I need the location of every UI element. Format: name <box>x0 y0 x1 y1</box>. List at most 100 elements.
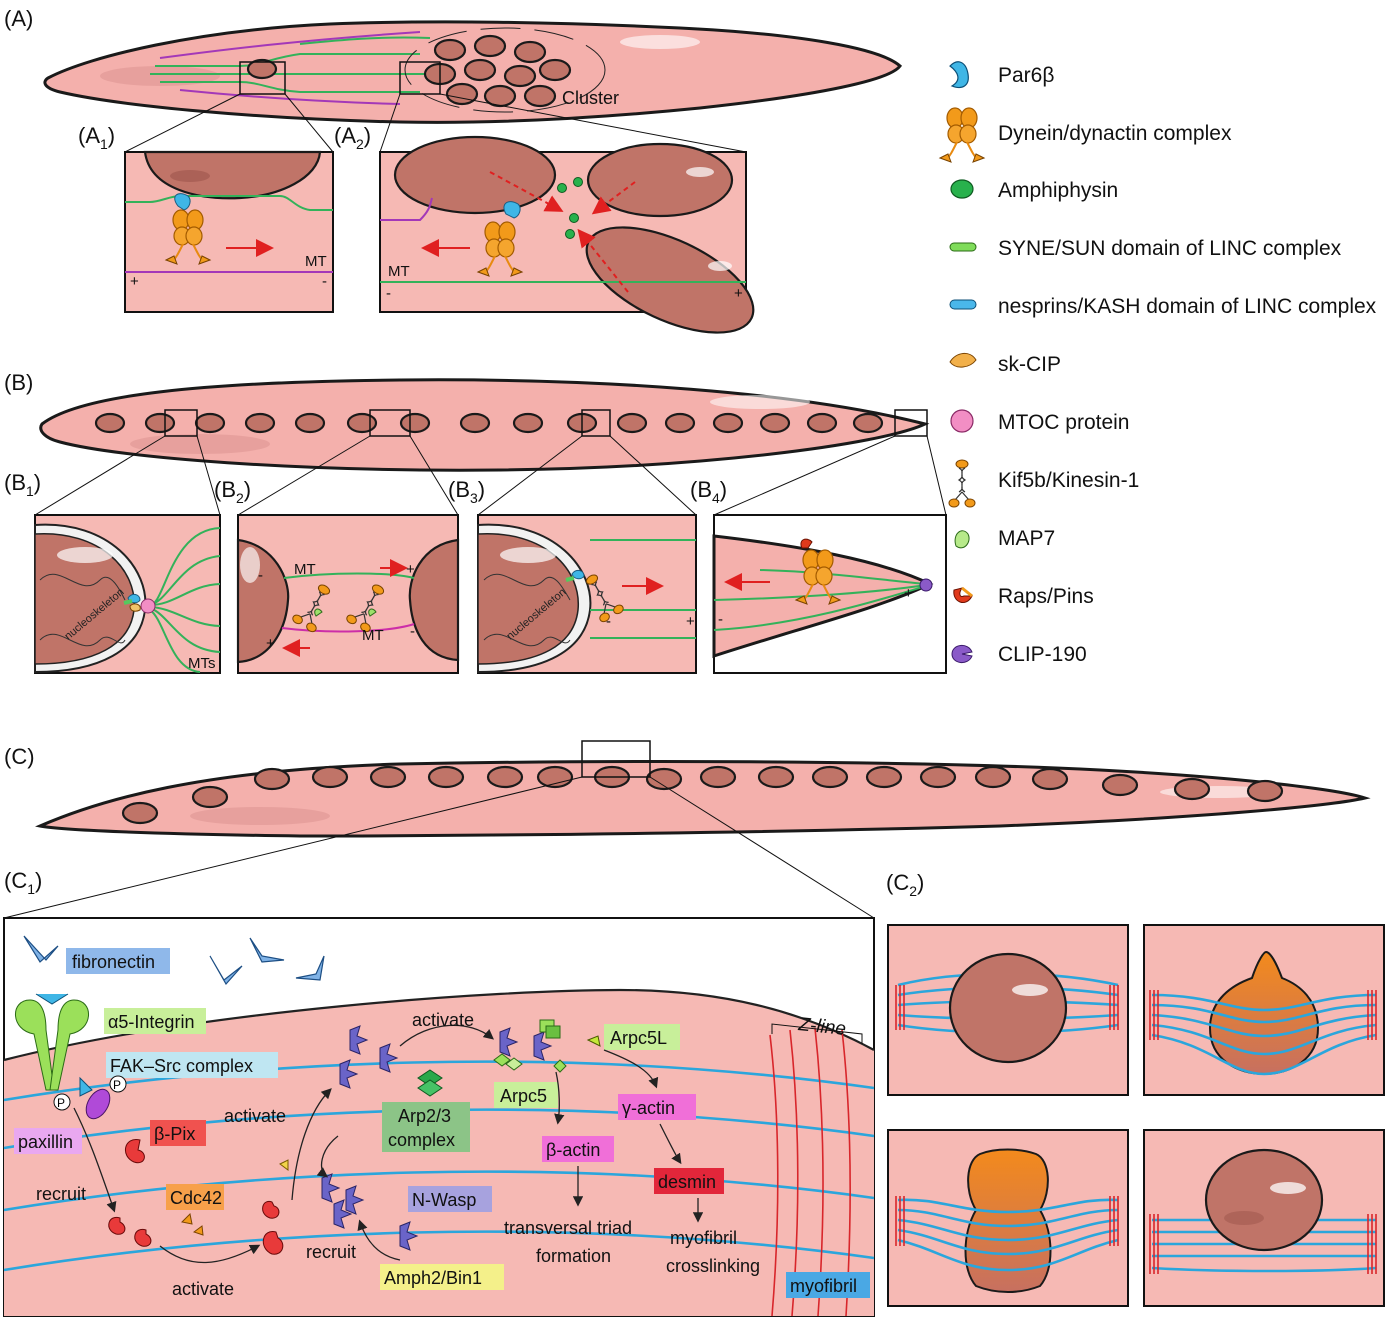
crosslink-label-1: myofibril <box>670 1228 737 1248</box>
activate-label-3: activate <box>412 1010 474 1030</box>
panel-b4-box: - + <box>712 514 947 674</box>
b2-plus-top: + <box>406 561 415 578</box>
b3-minus: - <box>606 613 611 630</box>
arp23-icon <box>417 1069 443 1097</box>
bactin-label: β-actin <box>546 1140 600 1160</box>
bpix-label: β-Pix <box>154 1124 195 1144</box>
legend-label-7: Kif5b/Kinesin-1 <box>998 469 1139 492</box>
legend-label-3: SYNE/SUN domain of LINC complex <box>998 237 1342 260</box>
panel-c1-label: (C1) <box>4 868 42 897</box>
gactin-tag <box>618 1094 696 1120</box>
panel-a1-box: MT + - <box>124 150 334 313</box>
dynein-icon <box>939 107 985 163</box>
sk-cip-icon <box>949 353 977 368</box>
zoom-box-a2 <box>399 61 441 95</box>
svg-text:P: P <box>113 1078 121 1092</box>
amph-label: Amph2/Bin1 <box>384 1268 482 1288</box>
panel-b1-label: (B1) <box>4 470 41 499</box>
map7-icon <box>954 530 970 549</box>
panel-c-label: (C) <box>4 744 35 769</box>
b2-minus-bottom: - <box>410 623 415 640</box>
fibronectin-tag <box>66 948 170 974</box>
myofibril-tag <box>786 1272 870 1298</box>
arp-complex-label: complex <box>388 1130 455 1150</box>
amphiphysin-icon <box>950 179 974 199</box>
svg-text:P: P <box>57 1096 65 1110</box>
c2-state-1 <box>887 924 1129 1096</box>
fak-src-icon: P P <box>53 1075 127 1120</box>
panel-b3-box: nucleoskeleton - + <box>477 514 697 674</box>
nwasp-label: N-Wasp <box>412 1190 476 1210</box>
activate-label-2: activate <box>224 1106 286 1126</box>
b4-minus: - <box>718 611 723 628</box>
legend-label-4: nesprins/KASH domain of LINC complex <box>998 295 1377 318</box>
zoom-box-c <box>581 740 651 778</box>
fibronectin-icons <box>23 935 325 986</box>
legend-label-1: Dynein/dynactin complex <box>998 122 1232 145</box>
kinesin-icon <box>948 459 976 508</box>
a2-minus-label: - <box>386 285 391 302</box>
raps-pins-icon <box>953 586 973 604</box>
legend-label-5: sk-CIP <box>998 353 1061 376</box>
panel-a1-label: (A1) <box>78 123 115 152</box>
fak-label: FAK–Src complex <box>110 1056 253 1076</box>
bpix-tag <box>150 1120 206 1146</box>
panel-c2-label: (C2) <box>886 870 924 899</box>
a1-mt-label: MT <box>305 253 327 270</box>
b2-mt-bottom-label: MT <box>362 627 384 644</box>
legend-label-6: MTOC protein <box>998 411 1130 434</box>
panel-a2-box: MT - + <box>379 135 755 334</box>
kash-icon <box>949 299 977 310</box>
myofibril-label: myofibril <box>790 1276 857 1296</box>
legend: Par6β Dynein/dynactin complex Amphiphysi… <box>939 61 1377 666</box>
arp-tag <box>382 1102 470 1152</box>
b2-mt-top-label: MT <box>294 561 316 578</box>
fak-tag <box>106 1052 278 1078</box>
nwasp-tag <box>408 1186 492 1212</box>
gactin-label: γ-actin <box>622 1098 675 1118</box>
integrin-label: α5-Integrin <box>108 1012 194 1032</box>
arp-label: Arp2/3 <box>398 1106 451 1126</box>
nwasp-icons <box>321 1025 419 1251</box>
legend-label-9: Raps/Pins <box>998 585 1094 608</box>
triad-label-1: transversal triad <box>504 1218 632 1238</box>
fibronectin-label: fibronectin <box>72 952 155 972</box>
paxillin-label: paxillin <box>18 1132 73 1152</box>
b2-minus-top: - <box>258 567 263 584</box>
recruit-label-1: recruit <box>36 1184 86 1204</box>
amph-tag <box>380 1264 504 1290</box>
z-line-label: Z-line <box>796 1014 846 1040</box>
integrin-tag <box>104 1008 206 1034</box>
b2-plus-bottom: + <box>266 635 275 652</box>
bactin-tag <box>542 1136 614 1162</box>
cdc42-tag <box>166 1184 224 1210</box>
panel-b1-box: nucleoskeleton MTs <box>34 514 221 674</box>
a1-plus-label: + <box>130 273 139 290</box>
b4-plus: + <box>904 585 913 602</box>
par6b-icon <box>949 61 969 89</box>
clip190-icon <box>951 645 973 663</box>
panel-b2-box: MT - + MT - + <box>236 514 460 674</box>
arpc5-label: Arpc5 <box>500 1086 547 1106</box>
cluster-label: Cluster <box>562 88 619 108</box>
panel-c2-grid <box>887 924 1385 1307</box>
arp-cluster-icon <box>493 1019 601 1073</box>
legend-label-10: CLIP-190 <box>998 643 1087 666</box>
desmin-tag <box>654 1168 724 1194</box>
panel-a: (A) Cluster (A1 <box>4 6 903 334</box>
recruit-label-2: recruit <box>306 1242 356 1262</box>
legend-label-8: MAP7 <box>998 527 1055 550</box>
panel-c: (C) (C1) <box>3 740 1385 1317</box>
cdc42-label: Cdc42 <box>170 1188 222 1208</box>
bpix-cdc42-cluster <box>108 1159 289 1255</box>
panel-b-label: (B) <box>4 370 33 395</box>
nuclei-row-c <box>121 765 1284 825</box>
arpc5l-tag <box>604 1024 680 1050</box>
panel-b: (B) (B1) (B2) (B3) (B <box>4 370 947 674</box>
triad-label-2: formation <box>536 1246 611 1266</box>
panel-a-label: (A) <box>4 6 33 31</box>
syne-sun-icon <box>949 242 977 252</box>
desmin-label: desmin <box>658 1172 716 1192</box>
nuclei-row-b <box>94 412 884 434</box>
